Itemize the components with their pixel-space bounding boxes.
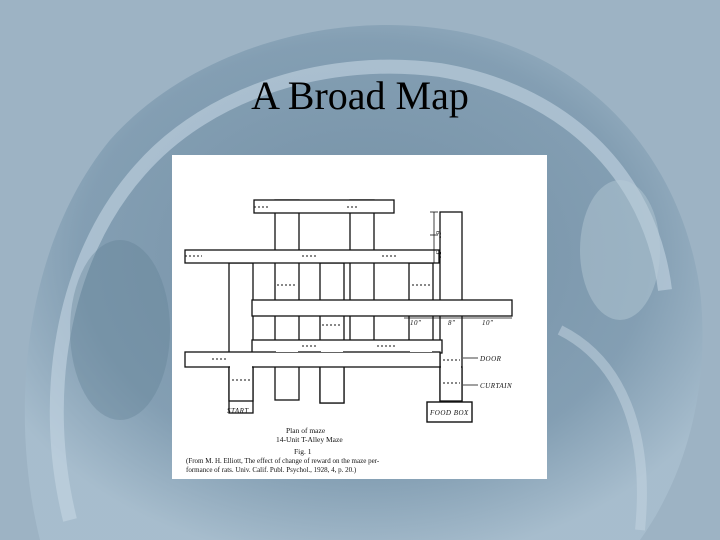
caption-citation-line2: formance of rats. Univ. Calif. Publ. Psy… — [186, 466, 357, 474]
maze-figure: START DOOR CURTAIN FOOD BOX 10" 8" 10" 6… — [172, 155, 547, 479]
caption-figure-number: Fig. 1 — [294, 447, 312, 456]
start-stem — [228, 366, 254, 402]
dimension-5: 5" — [434, 251, 442, 258]
start-label: START — [227, 407, 249, 415]
maze-diagram: START DOOR CURTAIN FOOD BOX 10" 8" 10" 6… — [184, 199, 513, 423]
goal-stem — [439, 366, 463, 402]
dimension-10-right: 10" — [482, 319, 493, 327]
food-box-label: FOOD BOX — [429, 409, 469, 417]
dimension-6: 6" — [434, 231, 442, 238]
caption-citation-line1: (From M. H. Elliott, The effect of chang… — [186, 457, 380, 465]
slide-title: A Broad Map — [251, 73, 469, 118]
maze-corridor-v4 — [349, 199, 375, 349]
caption-title: Plan of maze — [286, 426, 326, 435]
maze-corridor-h5 — [184, 351, 441, 368]
dimension-8: 8" — [448, 319, 455, 327]
food-box — [426, 401, 473, 423]
dimension-10-left: 10" — [410, 319, 421, 327]
curtain-label: CURTAIN — [480, 382, 512, 390]
door-label: DOOR — [479, 355, 502, 363]
caption-subtitle: 14-Unit T-Alley Maze — [276, 435, 343, 444]
